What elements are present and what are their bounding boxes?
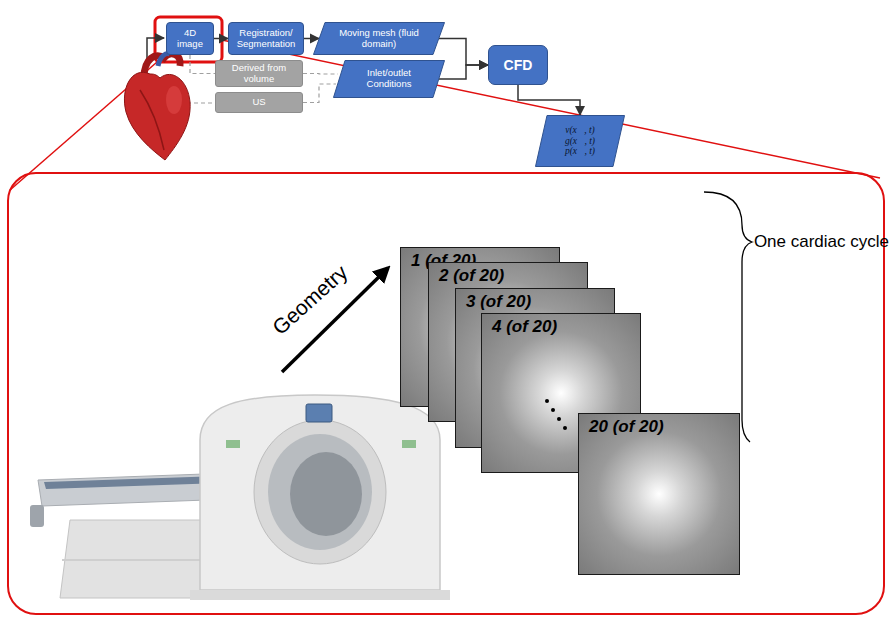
geometry-label: Geometry [268,260,353,340]
gantry-base [190,590,450,600]
gantry [200,395,440,590]
data-parallelogram: Moving mesh (fluid domain) [313,22,445,55]
dot [563,426,567,430]
dashed-connector [303,84,336,103]
couch-base [60,520,220,598]
frame-label: 4 (of 20) [492,317,557,337]
gantry-ring [254,420,386,564]
image-frame: 20 (of 20) [578,413,740,575]
frame-label: 20 (of 20) [589,417,664,437]
parallelogram-shape [314,23,445,55]
gantry-panel [402,440,416,448]
dot [545,399,549,403]
heart-shape [124,72,190,160]
node-text: v(x⃗, t) [565,125,595,136]
gantry-screen [306,404,332,422]
flow-arrow [439,65,488,79]
vessel [158,54,170,67]
gantry-bore-inner [290,452,362,536]
node-text: Derived from volume [220,63,298,85]
cycle-label: One cardiac cycle [754,232,889,252]
source-box: Derived from volume [215,60,303,87]
zoom-line [222,40,880,178]
node-text: Registration/ Segmentation [233,28,299,50]
parallelogram-shape [334,61,445,98]
dashed-connector [190,55,215,74]
node-text: g(x⃗, t) [565,136,595,147]
heart-highlight [166,86,182,114]
output-parallelogram: v(x⃗, t)g(x⃗, t)p(x⃗, t) [535,115,625,167]
frame-label: 3 (of 20) [466,292,531,312]
solver-box: CFD [488,45,548,85]
node-text: US [252,97,265,108]
dot [557,417,561,421]
gantry-panel [226,440,240,448]
cycle-brace [704,192,752,442]
source-box: US [215,92,303,113]
couch-line [62,559,218,561]
node-text: Inlet/outlet Conditions [347,68,431,90]
node-text: Moving mesh (fluid domain) [327,28,431,50]
gantry-bore [268,434,372,550]
dashed-connector [303,73,338,75]
flow-arrow [214,38,228,40]
node-text: p(x⃗, t) [565,146,595,157]
flow-arrow [518,85,580,115]
ellipsis-dots [542,396,572,436]
frame-label: 2 (of 20) [439,266,504,286]
zoom-panel [8,173,884,614]
flow-arrow [304,38,319,40]
heart-groove [140,90,164,150]
flow-arrow [439,39,488,66]
parallelogram-shape [536,116,625,167]
node-text: CFD [504,57,533,73]
process-box: Registration/ Segmentation [228,22,304,55]
ct-scanner [30,395,450,600]
dot [551,408,555,412]
process-box: 4D image [166,22,214,55]
data-parallelogram: Inlet/outlet Conditions [333,60,445,98]
couch-handle [30,505,44,527]
heart-illustration [124,54,190,161]
node-text: 4D image [171,28,209,50]
